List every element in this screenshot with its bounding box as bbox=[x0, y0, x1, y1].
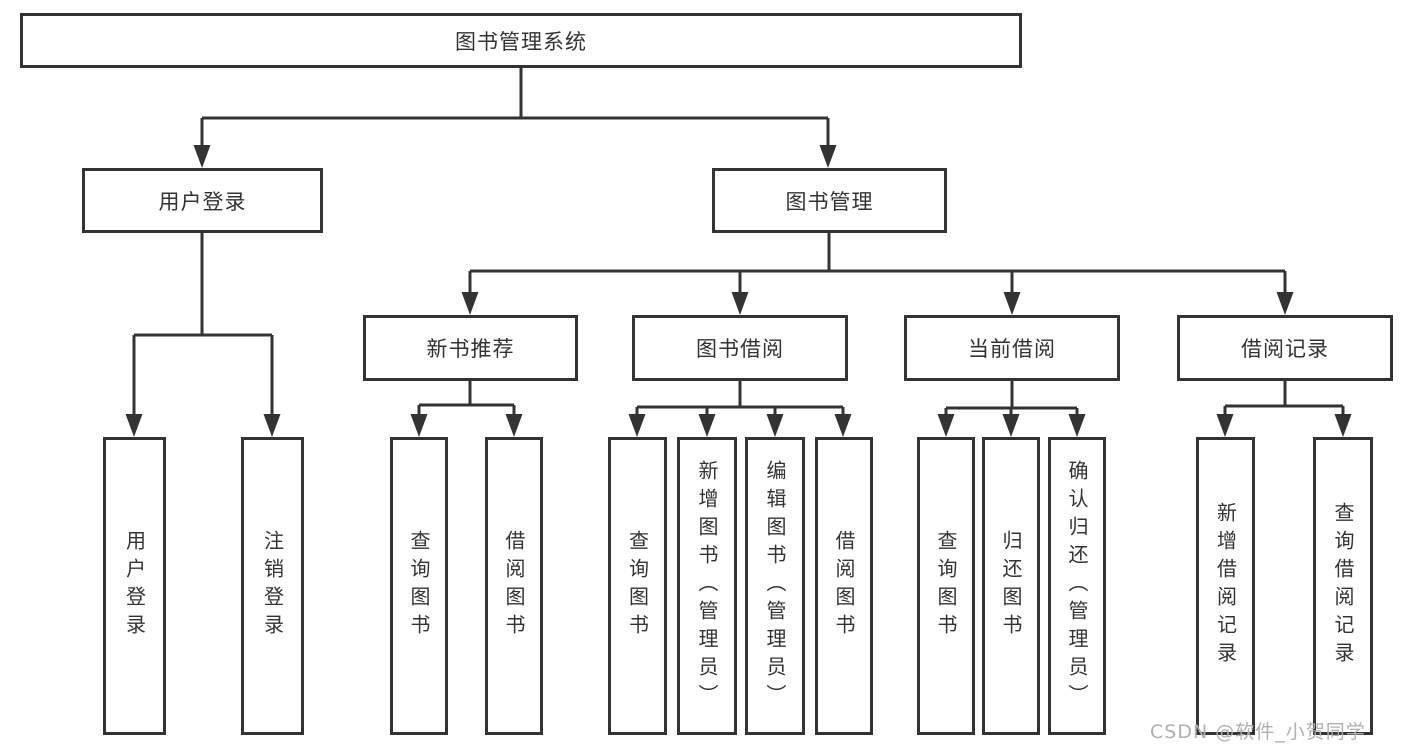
node-book-borrowing-label: 图书借阅 bbox=[696, 337, 784, 361]
node-borrowing-records: 借阅记录 bbox=[1177, 315, 1393, 381]
leaf-current-query-books-label: 查询图书 bbox=[934, 530, 958, 642]
watermark: CSDN @软件_小贺同学 bbox=[1150, 721, 1366, 743]
leaf-logout-label: 注销登录 bbox=[260, 530, 285, 642]
leaf-query-borrow-record-label: 查询借阅记录 bbox=[1331, 502, 1355, 670]
node-current-borrowing-label: 当前借阅 bbox=[968, 337, 1056, 361]
node-user-login-label: 用户登录 bbox=[158, 189, 247, 214]
leaf-current-query-books: 查询图书 bbox=[917, 437, 975, 735]
node-root-system: 图书管理系统 bbox=[20, 13, 1022, 68]
leaf-confirm-return-admin-label: 确认归还（管理员） bbox=[1065, 460, 1089, 712]
leaf-user-login-label: 用户登录 bbox=[122, 530, 147, 642]
node-borrowing-records-label: 借阅记录 bbox=[1241, 337, 1329, 361]
leaf-recommend-query-books: 查询图书 bbox=[390, 437, 448, 735]
leaf-borrow-query-books: 查询图书 bbox=[608, 437, 667, 735]
node-book-management-label: 图书管理 bbox=[785, 189, 874, 214]
leaf-user-login: 用户登录 bbox=[103, 437, 166, 735]
leaf-borrow-query-books-label: 查询图书 bbox=[625, 530, 650, 642]
leaf-recommend-borrow-books: 借阅图书 bbox=[485, 437, 543, 735]
leaf-return-books-label: 归还图书 bbox=[999, 530, 1023, 642]
leaf-add-borrow-record-label: 新增借阅记录 bbox=[1213, 502, 1238, 670]
node-current-borrowing: 当前借阅 bbox=[904, 315, 1120, 381]
node-book-borrowing: 图书借阅 bbox=[632, 315, 848, 381]
node-user-login: 用户登录 bbox=[82, 168, 323, 233]
node-new-book-recommend: 新书推荐 bbox=[363, 315, 578, 381]
leaf-edit-books-admin-label: 编辑图书（管理员） bbox=[763, 460, 787, 712]
leaf-recommend-query-books-label: 查询图书 bbox=[407, 530, 431, 642]
leaf-borrow-books-label: 借阅图书 bbox=[832, 530, 856, 642]
node-root-system-label: 图书管理系统 bbox=[455, 29, 587, 54]
leaf-recommend-borrow-books-label: 借阅图书 bbox=[502, 530, 526, 642]
leaf-add-books-admin: 新增图书（管理员） bbox=[677, 437, 737, 735]
leaf-return-books: 归还图书 bbox=[982, 437, 1040, 735]
leaf-borrow-books: 借阅图书 bbox=[815, 437, 873, 735]
leaf-add-books-admin-label: 新增图书（管理员） bbox=[695, 460, 719, 712]
leaf-confirm-return-admin: 确认归还（管理员） bbox=[1048, 437, 1106, 735]
leaf-query-borrow-record: 查询借阅记录 bbox=[1313, 437, 1373, 735]
leaf-logout: 注销登录 bbox=[241, 437, 304, 735]
node-new-book-recommend-label: 新书推荐 bbox=[426, 337, 515, 361]
leaf-add-borrow-record: 新增借阅记录 bbox=[1196, 437, 1255, 735]
node-book-management: 图书管理 bbox=[712, 168, 947, 233]
leaf-edit-books-admin: 编辑图书（管理员） bbox=[745, 437, 805, 735]
